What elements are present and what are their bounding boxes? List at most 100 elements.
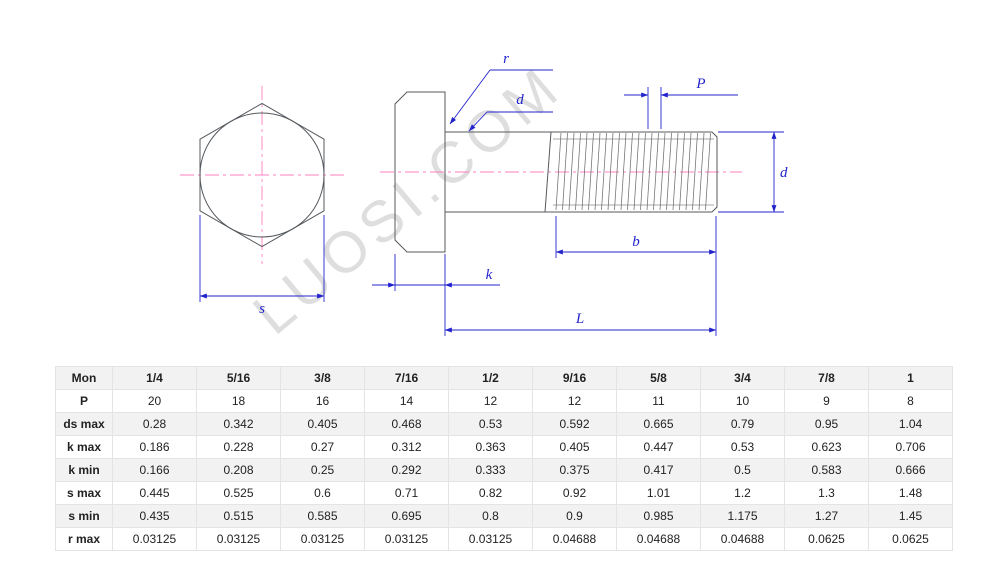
- table-cell: 0.228: [196, 435, 281, 459]
- s-label: s: [259, 301, 265, 317]
- row-label: k max: [55, 435, 113, 459]
- table-cell: 0.03125: [196, 527, 281, 551]
- p-label: P: [695, 76, 705, 92]
- table-cell: 0.71: [364, 481, 449, 505]
- table-cell: 0.666: [868, 458, 953, 482]
- table-cell: 0.53: [448, 412, 533, 436]
- table-cell: 0.342: [196, 412, 281, 436]
- thread-hatch-line: [568, 132, 575, 211]
- table-cell: 1: [868, 366, 953, 390]
- table-cell: 1.2: [700, 481, 785, 505]
- table-cell: 1.01: [616, 481, 701, 505]
- thread-hatch-line: [607, 132, 614, 211]
- table-cell: 12: [532, 389, 617, 413]
- row-label: s max: [55, 481, 113, 505]
- table-cell: 0.5: [700, 458, 785, 482]
- table-cell: 7/16: [364, 366, 449, 390]
- table-cell: 0.525: [196, 481, 281, 505]
- thread-hatch-line: [692, 132, 698, 211]
- table-cell: 1.175: [700, 504, 785, 528]
- thread-hatch-line: [672, 132, 679, 211]
- thread-hatch-line: [659, 132, 666, 211]
- table-cell: 18: [196, 389, 281, 413]
- table-cell: 9: [784, 389, 869, 413]
- table-cell: 1.27: [784, 504, 869, 528]
- table-cell: 0.405: [532, 435, 617, 459]
- thread-hatch-line: [627, 132, 633, 211]
- table-cell: 5/8: [616, 366, 701, 390]
- table-cell: 0.585: [280, 504, 365, 528]
- table-cell: 0.592: [532, 412, 617, 436]
- table-cell: 0.0625: [868, 527, 953, 551]
- thread-hatch-line: [640, 132, 646, 211]
- table-cell: 0.92: [532, 481, 617, 505]
- k-label: k: [486, 267, 493, 283]
- table-cell: 1.48: [868, 481, 953, 505]
- table-cell: 0.82: [448, 481, 533, 505]
- table-cell: 0.447: [616, 435, 701, 459]
- table-cell: 8: [868, 389, 953, 413]
- thread-hatch-line: [685, 132, 692, 211]
- table-cell: 0.333: [448, 458, 533, 482]
- table-cell: 0.985: [616, 504, 701, 528]
- r-leader-line: [449, 69, 491, 125]
- table-cell: 0.25: [280, 458, 365, 482]
- thread-hatch-line: [555, 132, 562, 211]
- row-label: P: [55, 389, 113, 413]
- table-cell: 0.03125: [280, 527, 365, 551]
- table-cell: 16: [280, 389, 365, 413]
- l-label: L: [575, 311, 584, 327]
- bolt-side-view: [394, 91, 718, 253]
- thread-hatch-line: [679, 132, 685, 211]
- table-cell: 0.03125: [112, 527, 197, 551]
- table-cell: 1.04: [868, 412, 953, 436]
- table-cell: 0.468: [364, 412, 449, 436]
- thread-hatch-line: [594, 132, 601, 211]
- watermark-text: LUOSI.COM: [241, 53, 573, 347]
- table-cell: 0.28: [112, 412, 197, 436]
- thread-tip-chamfer: [711, 131, 718, 213]
- table-cell: 0.04688: [532, 527, 617, 551]
- table-cell: 0.208: [196, 458, 281, 482]
- table-cell: 0.665: [616, 412, 701, 436]
- table-cell: 0.6: [280, 481, 365, 505]
- thread-hatch-line: [666, 132, 672, 211]
- d-right-label: d: [780, 165, 788, 181]
- table-cell: 0.375: [532, 458, 617, 482]
- thread-hatching: [555, 132, 711, 211]
- hex-head-front-view: [199, 102, 325, 248]
- table-cell: 0.03125: [364, 527, 449, 551]
- table-cell: 0.53: [700, 435, 785, 459]
- row-label: k min: [55, 458, 113, 482]
- table-cell: 0.292: [364, 458, 449, 482]
- r-label: r: [503, 51, 509, 67]
- hexagon-outline: [199, 102, 325, 248]
- thread-hatch-line: [633, 132, 640, 211]
- table-cell: 1/2: [448, 366, 533, 390]
- thread-hatch-line: [620, 132, 627, 211]
- thread-hatch-line: [646, 132, 653, 211]
- d-top-label: d: [516, 92, 524, 108]
- thread-hatch-line: [705, 132, 711, 211]
- bolt-technical-drawing: LUOSI.COM: [180, 51, 788, 347]
- table-cell: 1.45: [868, 504, 953, 528]
- table-cell: 0.03125: [448, 527, 533, 551]
- table-cell: 12: [448, 389, 533, 413]
- thread-hatch-line: [581, 132, 588, 211]
- thread-hatch-line: [601, 132, 607, 211]
- table-cell: 10: [700, 389, 785, 413]
- row-label: s min: [55, 504, 113, 528]
- table-cell: 5/16: [196, 366, 281, 390]
- table-cell: 20: [112, 389, 197, 413]
- table-cell: 3/4: [700, 366, 785, 390]
- table-cell: 0.417: [616, 458, 701, 482]
- table-cell: 0.695: [364, 504, 449, 528]
